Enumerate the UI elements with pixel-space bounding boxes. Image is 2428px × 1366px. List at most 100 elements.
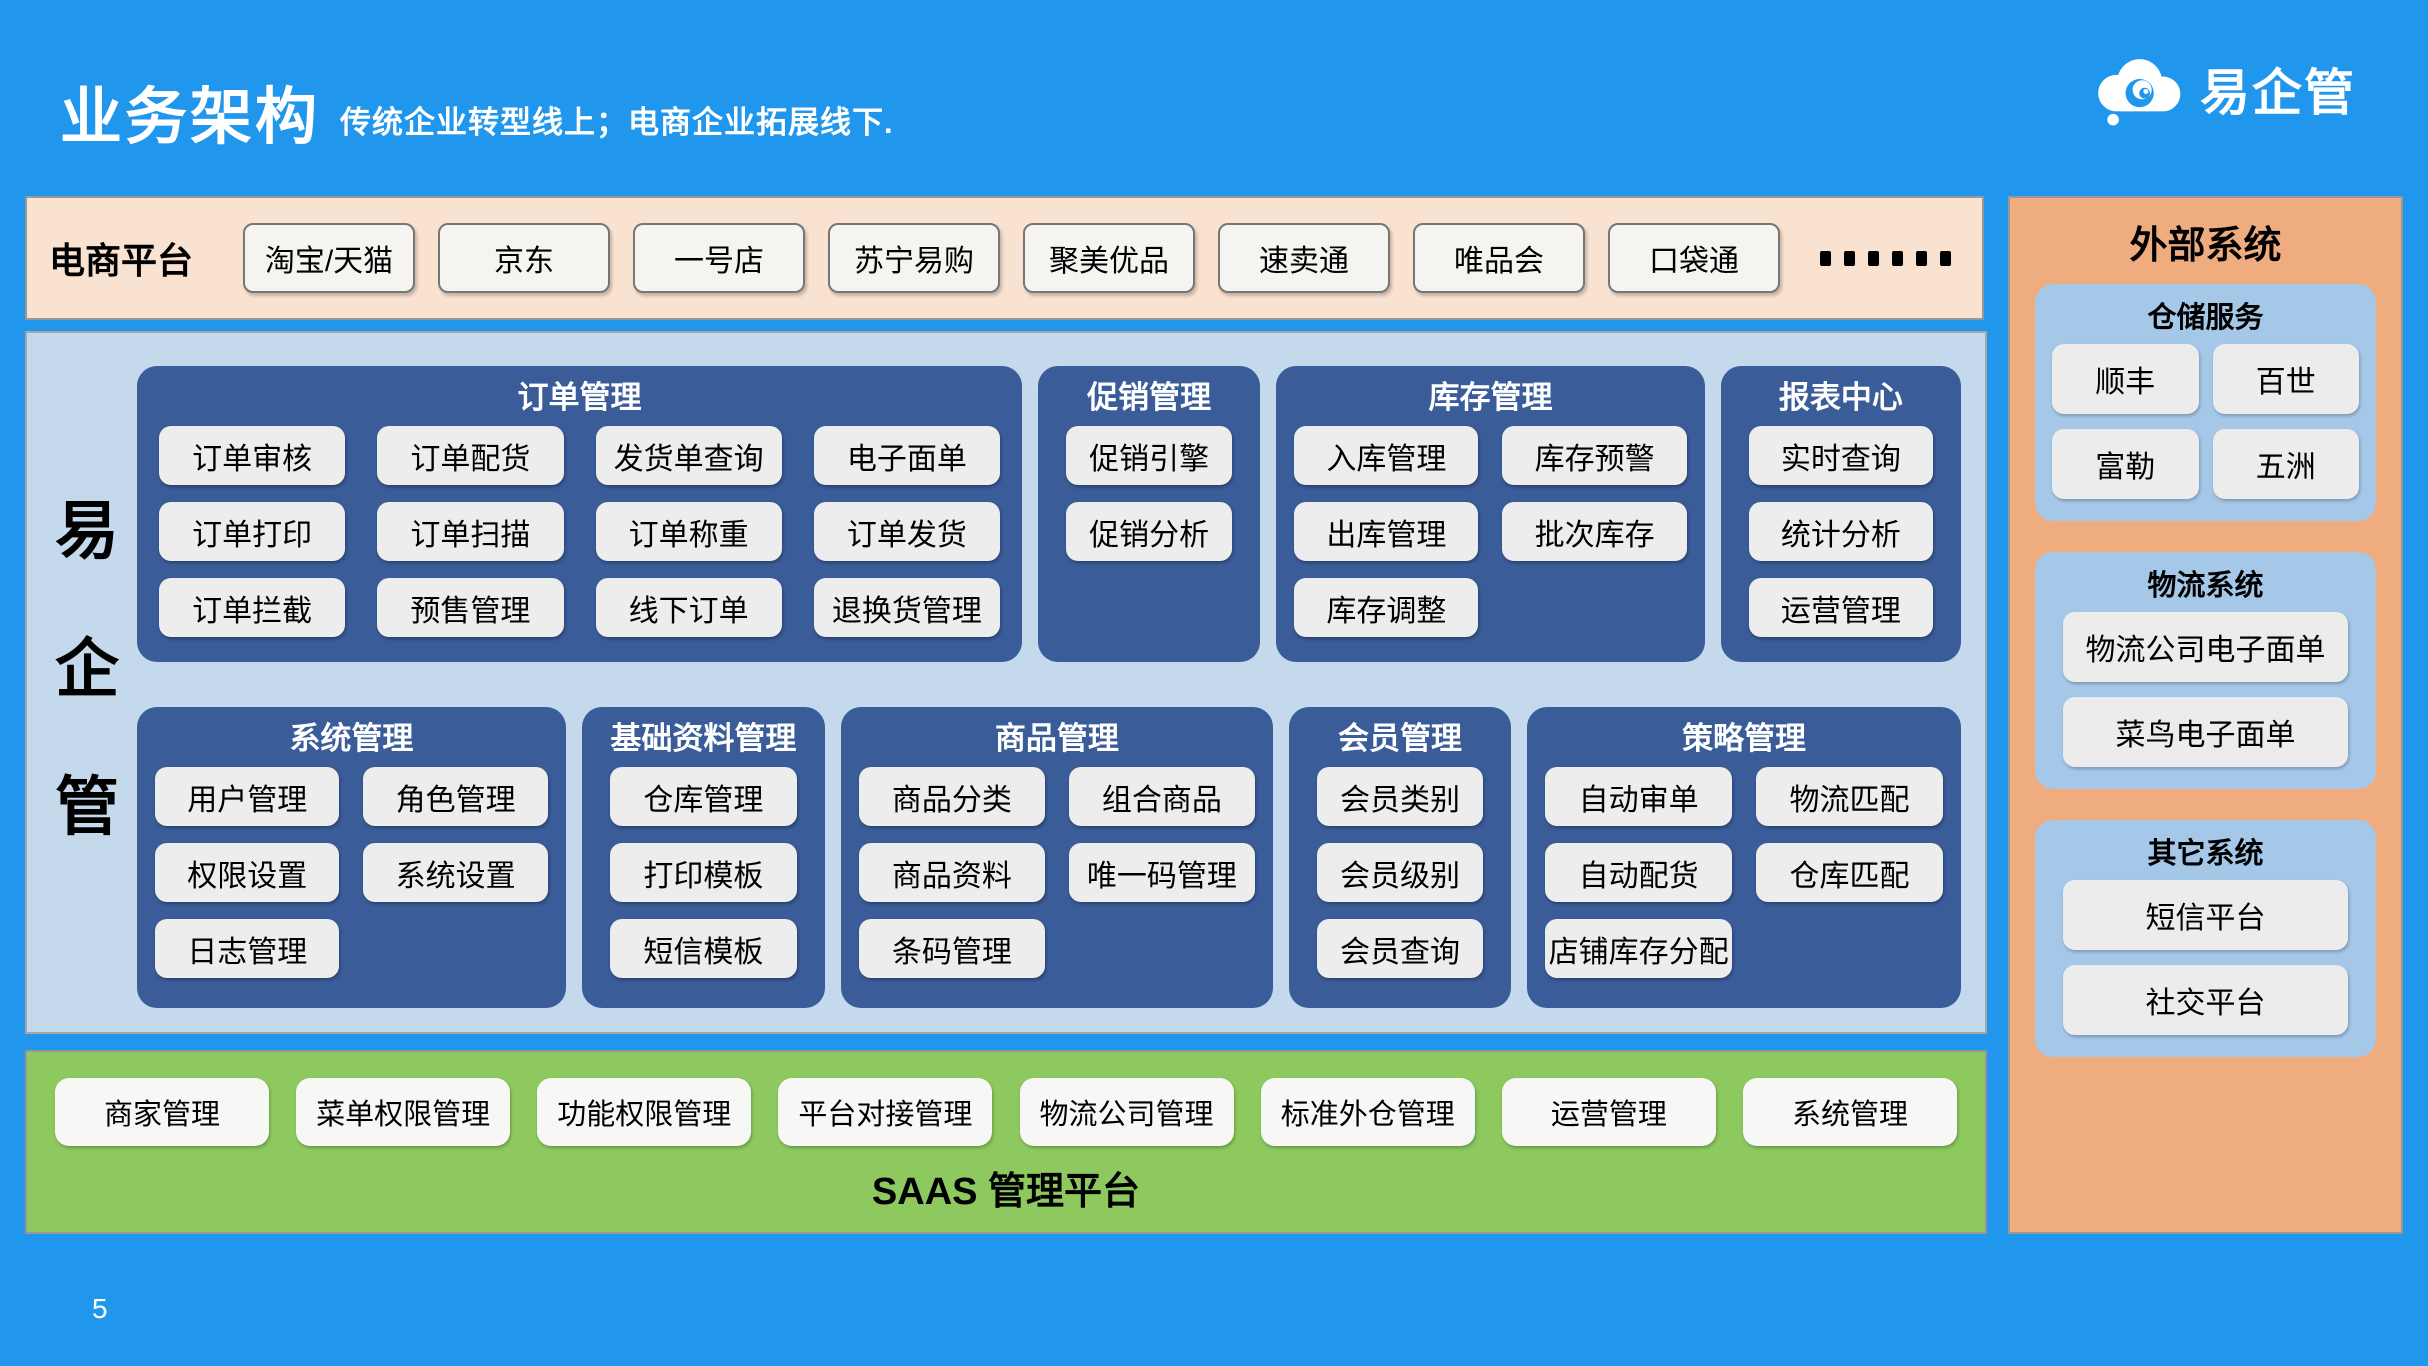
module-button[interactable]: 条码管理	[858, 919, 1045, 978]
module-button[interactable]: 出库管理	[1294, 502, 1479, 561]
module-button[interactable]: 商品资料	[858, 843, 1045, 902]
module-button[interactable]: 自动配货	[1545, 843, 1733, 902]
external-button[interactable]: 五洲	[2212, 429, 2359, 499]
saas-button-row: 商家管理菜单权限管理功能权限管理平台对接管理物流公司管理标准外仓管理运营管理系统…	[55, 1078, 1957, 1146]
module-button[interactable]: 唯一码管理	[1068, 843, 1255, 902]
module-button[interactable]: 批次库存	[1502, 502, 1687, 561]
external-button[interactable]: 短信平台	[2063, 880, 2348, 950]
module-button[interactable]: 促销引擎	[1066, 426, 1233, 485]
external-button[interactable]: 顺丰	[2052, 344, 2199, 414]
module-button[interactable]: 店铺库存分配	[1545, 919, 1733, 978]
module-button[interactable]: 退换货管理	[813, 578, 1000, 637]
external-button[interactable]: 百世	[2212, 344, 2359, 414]
module-button[interactable]: 会员查询	[1316, 919, 1484, 978]
platform-button[interactable]: 一号店	[633, 223, 805, 293]
module-button[interactable]: 订单发货	[813, 502, 1000, 561]
module-button[interactable]: 库存调整	[1294, 578, 1479, 637]
module-button[interactable]: 订单扫描	[377, 502, 564, 561]
saas-button[interactable]: 菜单权限管理	[296, 1078, 511, 1146]
saas-bar-title: SAAS 管理平台	[871, 1171, 1141, 1213]
module-button[interactable]: 仓库管理	[609, 767, 797, 826]
platform-button[interactable]: 口袋通	[1608, 223, 1780, 293]
external-grid: 短信平台社交平台	[2035, 880, 2376, 1035]
external-systems-title: 外部系统	[2129, 225, 2282, 267]
module-button[interactable]: 订单拦截	[159, 578, 346, 637]
ellipsis-dot	[1916, 250, 1927, 266]
saas-button[interactable]: 系统管理	[1742, 1078, 1957, 1146]
saas-button[interactable]: 物流公司管理	[1019, 1078, 1234, 1146]
module-button[interactable]: 系统设置	[363, 843, 548, 902]
module-button[interactable]: 打印模板	[609, 843, 797, 902]
ecommerce-platforms-bar: 电商平台 淘宝/天猫京东一号店苏宁易购聚美优品速卖通唯品会口袋通	[25, 196, 1984, 320]
external-group: 仓储服务顺丰百世富勒五洲	[2035, 284, 2376, 521]
module-button[interactable]: 物流匹配	[1756, 767, 1943, 826]
module-panel: 订单管理订单审核订单配货发货单查询电子面单订单打印订单扫描订单称重订单发货订单拦…	[137, 366, 1022, 662]
module-button[interactable]: 库存预警	[1502, 426, 1687, 485]
saas-button[interactable]: 商家管理	[55, 1078, 269, 1146]
saas-button[interactable]: 功能权限管理	[537, 1078, 752, 1146]
module-button[interactable]: 订单审核	[159, 426, 346, 485]
saas-button[interactable]: 平台对接管理	[778, 1078, 993, 1146]
ellipsis-dot	[1940, 250, 1951, 266]
module-panel: 报表中心实时查询统计分析运营管理	[1720, 366, 1961, 662]
platform-button[interactable]: 京东	[438, 223, 610, 293]
module-button[interactable]: 短信模板	[609, 919, 797, 978]
external-grid: 顺丰百世富勒五洲	[2035, 344, 2376, 499]
panel-grid: 用户管理角色管理权限设置系统设置日志管理	[137, 767, 566, 978]
module-button[interactable]: 会员类别	[1316, 767, 1484, 826]
ellipsis-dot	[1820, 250, 1831, 266]
module-button[interactable]: 预售管理	[377, 578, 564, 637]
module-button[interactable]: 用户管理	[155, 767, 340, 826]
ellipsis-dot	[1844, 250, 1855, 266]
panel-title: 基础资料管理	[610, 721, 797, 756]
brand-vertical-char: 易	[55, 495, 119, 567]
module-button[interactable]: 组合商品	[1068, 767, 1255, 826]
external-button[interactable]: 菜鸟电子面单	[2063, 697, 2348, 767]
module-button[interactable]: 权限设置	[155, 843, 340, 902]
module-button[interactable]: 仓库匹配	[1756, 843, 1943, 902]
module-button[interactable]: 运营管理	[1748, 578, 1933, 637]
external-groups: 仓储服务顺丰百世富勒五洲物流系统物流公司电子面单菜鸟电子面单其它系统短信平台社交…	[2035, 284, 2376, 1057]
external-group-title: 仓储服务	[2147, 302, 2264, 334]
module-panel: 库存管理入库管理库存预警出库管理批次库存库存调整	[1276, 366, 1705, 662]
platform-button[interactable]: 唯品会	[1413, 223, 1585, 293]
module-button[interactable]: 实时查询	[1748, 426, 1933, 485]
platform-button-row: 淘宝/天猫京东一号店苏宁易购聚美优品速卖通唯品会口袋通	[243, 223, 1780, 293]
module-button[interactable]: 商品分类	[858, 767, 1045, 826]
saas-button[interactable]: 运营管理	[1501, 1078, 1716, 1146]
external-group-title: 其它系统	[2147, 838, 2264, 870]
module-button[interactable]: 订单称重	[595, 502, 782, 561]
external-systems-sidebar: 外部系统 仓储服务顺丰百世富勒五洲物流系统物流公司电子面单菜鸟电子面单其它系统短…	[2008, 196, 2403, 1234]
external-button[interactable]: 社交平台	[2063, 965, 2348, 1035]
platform-button[interactable]: 聚美优品	[1023, 223, 1195, 293]
module-panel: 促销管理促销引擎促销分析	[1038, 366, 1261, 662]
module-button[interactable]: 入库管理	[1294, 426, 1479, 485]
platform-button[interactable]: 淘宝/天猫	[243, 223, 415, 293]
panel-grid: 仓库管理打印模板短信模板	[582, 767, 825, 978]
module-button[interactable]: 发货单查询	[595, 426, 782, 485]
module-button[interactable]: 电子面单	[813, 426, 1000, 485]
external-button[interactable]: 物流公司电子面单	[2063, 612, 2348, 682]
module-button[interactable]: 自动审单	[1545, 767, 1733, 826]
module-button[interactable]: 订单打印	[159, 502, 346, 561]
module-panel: 策略管理自动审单物流匹配自动配货仓库匹配店铺库存分配	[1527, 707, 1961, 1008]
ecommerce-bar-label: 电商平台	[49, 240, 194, 281]
module-button[interactable]: 角色管理	[363, 767, 548, 826]
panel-grid: 实时查询统计分析运营管理	[1721, 426, 1961, 637]
panel-title: 会员管理	[1337, 721, 1462, 756]
panel-title: 库存管理	[1428, 380, 1553, 415]
external-button[interactable]: 富勒	[2052, 429, 2199, 499]
brand-vertical-char: 管	[55, 771, 119, 843]
module-button[interactable]: 统计分析	[1748, 502, 1933, 561]
panel-grid: 商品分类组合商品商品资料唯一码管理条码管理	[841, 767, 1273, 978]
module-button[interactable]: 订单配货	[377, 426, 564, 485]
platform-button[interactable]: 苏宁易购	[828, 223, 1000, 293]
platform-button[interactable]: 速卖通	[1218, 223, 1390, 293]
module-button[interactable]: 促销分析	[1066, 502, 1233, 561]
panel-title: 商品管理	[994, 721, 1119, 756]
saas-button[interactable]: 标准外仓管理	[1260, 1078, 1475, 1146]
module-button[interactable]: 日志管理	[155, 919, 340, 978]
module-button[interactable]: 会员级别	[1316, 843, 1484, 902]
module-button[interactable]: 线下订单	[595, 578, 782, 637]
